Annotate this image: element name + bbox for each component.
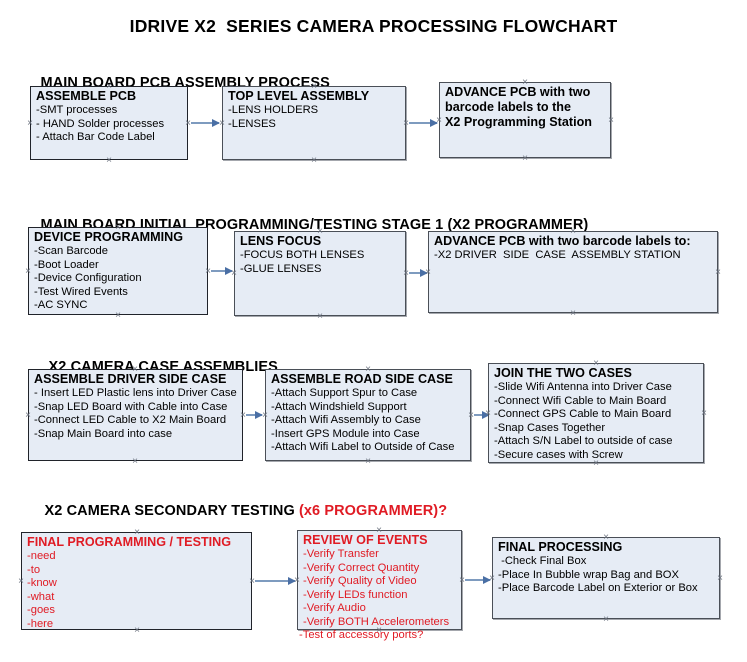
- node-line: -Device Configuration: [34, 272, 142, 285]
- node-advance-pcb-programming-station[interactable]: ADVANCE PCB with two barcode labels to t…: [439, 82, 611, 158]
- node-title-line3: X2 Programming Station: [445, 115, 592, 129]
- node-review-of-events[interactable]: REVIEW OF EVENTS -Verify Transfer -Verif…: [297, 530, 462, 641]
- node-top-level-assembly[interactable]: TOP LEVEL ASSEMBLY -LENS HOLDERS -LENSES: [222, 86, 406, 160]
- node-line: -Verify LEDs function: [303, 588, 408, 601]
- node-line: -Secure cases with Screw: [494, 448, 623, 461]
- node-line: -SMT processes: [36, 104, 118, 116]
- section-heading-4-accent: (x6 PROGRAMMER)?: [298, 503, 448, 519]
- node-line: -Connect Wifi Cable to Main Board: [494, 394, 667, 407]
- node-title: ASSEMBLE DRIVER SIDE CASE: [34, 372, 227, 386]
- node-title: FINAL PROGRAMMING / TESTING: [27, 535, 232, 549]
- node-line: -GLUE LENSES: [240, 262, 322, 275]
- node-line: -to: [27, 563, 41, 576]
- node-line: -Attach S/N Label to outside of case: [494, 435, 673, 448]
- connector-arrow-2-2: [409, 268, 428, 277]
- node-line: -Attach Support Spur to Case: [271, 387, 418, 399]
- node-title: LENS FOCUS: [240, 234, 322, 248]
- node-line: -goes: [27, 604, 55, 617]
- section-heading-4: X2 CAMERA SECONDARY TESTING (x6 PROGRAMM…: [28, 487, 448, 535]
- node-line: -Snap Cases Together: [494, 421, 606, 434]
- node-line: -LENSES: [228, 117, 276, 130]
- node-line: -Insert GPS Module into Case: [271, 427, 420, 440]
- connector-arrow-1-2: [409, 118, 438, 127]
- node-line: -Connect GPS Cable to Main Board: [494, 408, 672, 421]
- node-line: - HAND Solder processes: [36, 117, 165, 130]
- node-line: -Snap Main Board into case: [34, 427, 173, 440]
- node-assemble-pcb[interactable]: ASSEMBLE PCB -SMT processes - HAND Solde…: [30, 86, 188, 160]
- node-title: FINAL PROCESSING: [498, 540, 623, 554]
- node-overflow-line: -Test of accessory ports?: [299, 629, 424, 642]
- node-line: -Slide Wifi Antenna into Driver Case: [494, 381, 672, 393]
- page-title: IDRIVE X2 SERIES CAMERA PROCESSING FLOWC…: [129, 16, 618, 36]
- connector-arrow-4-2: [465, 575, 491, 584]
- node-advance-pcb-driver-side-station[interactable]: ADVANCE PCB with two barcode labels to: …: [428, 231, 718, 313]
- connector-arrow-4-1: [255, 576, 296, 585]
- connector-arrow-3-1: [246, 410, 263, 419]
- section-heading-4-text: X2 CAMERA SECONDARY TESTING: [44, 503, 299, 519]
- connector-arrow-3-2: [474, 410, 490, 419]
- node-line: -Boot Loader: [34, 258, 99, 271]
- node-assemble-driver-side-case[interactable]: ASSEMBLE DRIVER SIDE CASE - Insert LED P…: [28, 369, 243, 461]
- node-title: JOIN THE TWO CASES: [494, 366, 632, 380]
- node-title: REVIEW OF EVENTS: [303, 533, 428, 547]
- node-line: - Insert LED Plastic lens into Driver Ca…: [34, 387, 237, 399]
- node-line: -Attach Wifi Label to Outside of Case: [271, 441, 455, 454]
- node-line: -Check Final Box: [498, 555, 587, 567]
- node-join-the-two-cases[interactable]: JOIN THE TWO CASES -Slide Wifi Antenna i…: [488, 363, 704, 463]
- node-title: DEVICE PROGRAMMING: [34, 230, 184, 244]
- node-device-programming[interactable]: DEVICE PROGRAMMING -Scan Barcode -Boot L…: [28, 227, 208, 315]
- node-title: ADVANCE PCB with two barcode labels to:: [434, 234, 691, 248]
- node-title: ASSEMBLE PCB: [36, 89, 137, 103]
- node-line: -Scan Barcode: [34, 245, 109, 257]
- node-line: -Place In Bubble wrap Bag and BOX: [498, 568, 679, 581]
- node-line: -here: [27, 617, 54, 630]
- node-title: TOP LEVEL ASSEMBLY: [228, 89, 370, 103]
- node-line: -Verify Transfer: [303, 548, 379, 560]
- node-line: -Verify Audio: [303, 602, 366, 615]
- node-line: - Attach Bar Code Label: [36, 131, 155, 144]
- node-line: -what: [27, 590, 55, 603]
- node-line: -Verify Quality of Video: [303, 575, 417, 588]
- node-line: -Attach Windshield Support: [271, 400, 407, 413]
- node-title-line2: barcode labels to the: [445, 100, 571, 114]
- node-line: -know: [27, 577, 57, 590]
- node-line: -Test Wired Events: [34, 285, 128, 298]
- node-line: -X2 DRIVER SIDE CASE ASSEMBLY STATION: [434, 249, 681, 261]
- node-line: -need: [27, 550, 56, 562]
- node-assemble-road-side-case[interactable]: ASSEMBLE ROAD SIDE CASE -Attach Support …: [265, 369, 471, 461]
- node-title: ASSEMBLE ROAD SIDE CASE: [271, 372, 453, 386]
- node-title: ADVANCE PCB with two: [445, 85, 591, 99]
- node-line: -Connect LED Cable to X2 Main Board: [34, 414, 227, 427]
- connector-arrow-2-1: [211, 266, 233, 275]
- node-line: -Place Barcode Label on Exterior or Box: [498, 582, 698, 595]
- node-line: -LENS HOLDERS: [228, 104, 319, 116]
- node-line: -Verify BOTH Accelerometers: [303, 615, 450, 628]
- node-line: -FOCUS BOTH LENSES: [240, 249, 365, 261]
- node-line: -Snap LED Board with Cable into Case: [34, 400, 228, 413]
- node-line: -Verify Correct Quantity: [303, 561, 420, 574]
- node-final-programming-testing[interactable]: FINAL PROGRAMMING / TESTING -need -to -k…: [21, 532, 252, 630]
- node-lens-focus[interactable]: LENS FOCUS -FOCUS BOTH LENSES -GLUE LENS…: [234, 231, 406, 316]
- connector-arrow-1-1: [191, 118, 220, 127]
- node-final-processing[interactable]: FINAL PROCESSING -Check Final Box -Place…: [492, 537, 720, 619]
- node-line: -AC SYNC: [34, 299, 88, 312]
- node-line: -Attach Wifi Assembly to Case: [271, 414, 421, 427]
